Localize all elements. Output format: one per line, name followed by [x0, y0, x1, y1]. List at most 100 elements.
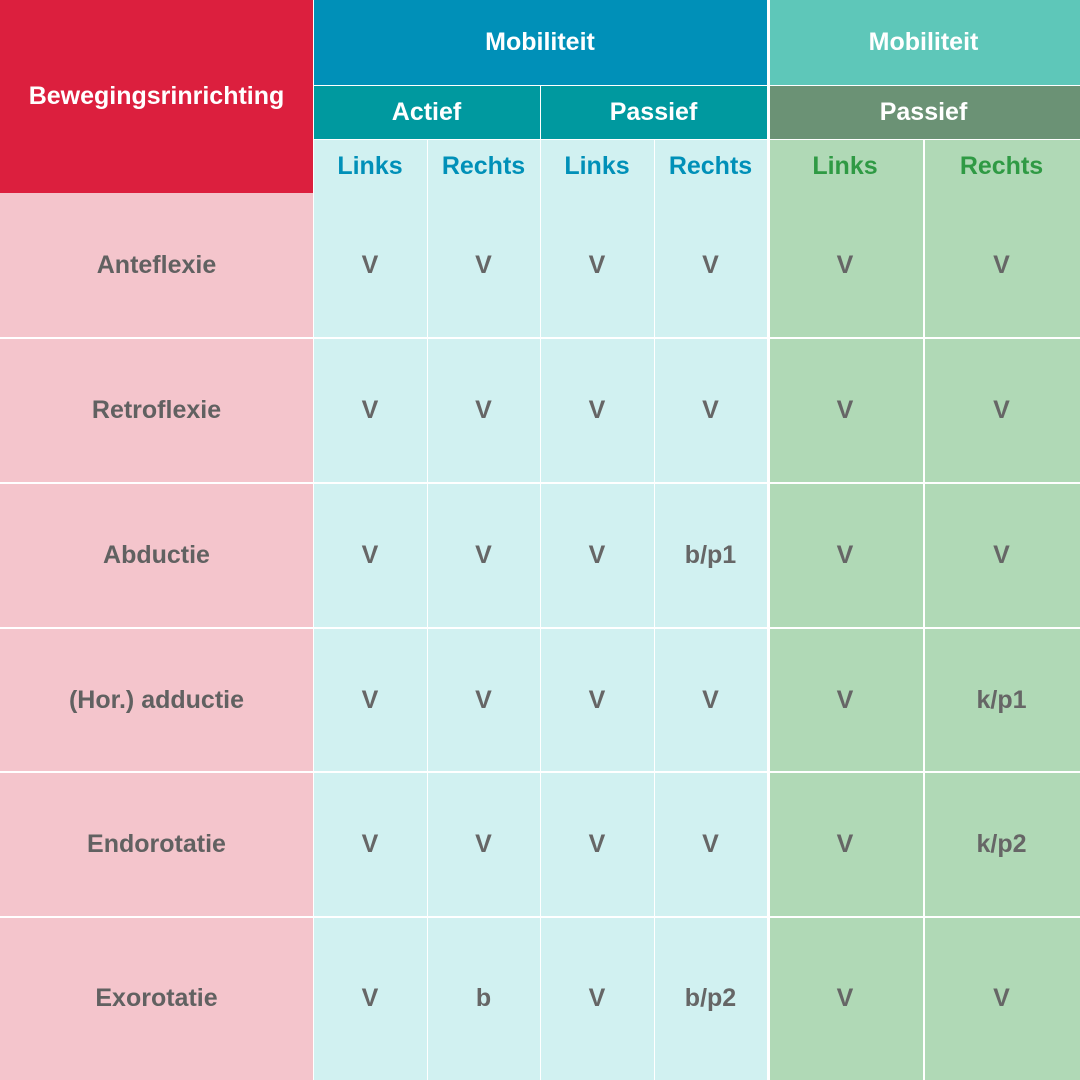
cell-value: V: [588, 830, 606, 858]
table-cell: k/p2: [923, 772, 1080, 917]
cell-value: V: [361, 830, 379, 858]
cell-value: V: [993, 541, 1010, 569]
table-cell: V: [313, 628, 427, 772]
side-header-rechts: Rechts: [427, 139, 540, 193]
row-label-text: (Hor.) adductie: [68, 685, 244, 714]
corner-header-label: Bewegingsrinrichting: [28, 82, 285, 110]
side-header-label: Rechts: [959, 151, 1044, 180]
table-cell: V: [313, 772, 427, 917]
cell-value: V: [836, 984, 854, 1012]
cell-value: V: [588, 685, 606, 714]
grid-line: [0, 916, 1080, 918]
table-cell: V: [923, 483, 1080, 628]
side-header-links: Links: [540, 139, 654, 193]
cell-value: V: [993, 984, 1010, 1012]
table-cell: V: [767, 917, 923, 1080]
cell-value: V: [475, 251, 492, 279]
row-label-text: Anteflexie: [96, 251, 217, 279]
mobiliteit-header-right: Mobiliteit: [767, 0, 1080, 85]
table-cell: V: [767, 193, 923, 338]
side-header-label: Links: [337, 151, 403, 180]
table-cell: V: [654, 193, 767, 338]
table-cell: V: [923, 338, 1080, 483]
side-header-label: Rechts: [668, 151, 753, 180]
cell-value: b: [475, 984, 492, 1012]
row-label: Exorotatie: [0, 917, 313, 1080]
side-header-label: Links: [812, 151, 878, 180]
side-header-rechts: Rechts: [654, 139, 767, 193]
table-cell: V: [767, 338, 923, 483]
table-cell: V: [540, 338, 654, 483]
grid-line: [540, 85, 541, 1080]
grid-line: [767, 0, 770, 1080]
table-cell: V: [767, 772, 923, 917]
table-cell: V: [540, 772, 654, 917]
cell-value: V: [475, 396, 492, 424]
mobiliteit-header-left: Mobiliteit: [313, 0, 767, 85]
cell-value: V: [475, 830, 492, 858]
row-label: Endorotatie: [0, 772, 313, 917]
cell-value: V: [993, 396, 1010, 424]
cell-value: V: [361, 396, 379, 424]
table-cell: V: [313, 917, 427, 1080]
grid-line: [313, 139, 1080, 140]
cell-value: V: [361, 685, 379, 714]
row-label: Retroflexie: [0, 338, 313, 483]
row-label: Abductie: [0, 483, 313, 628]
table-cell: V: [767, 628, 923, 772]
table-cell: V: [540, 917, 654, 1080]
row-label-text: Exorotatie: [95, 984, 218, 1012]
table-cell: V: [427, 338, 540, 483]
table-cell: V: [427, 483, 540, 628]
grid-line: [0, 337, 1080, 339]
row-label-text: Retroflexie: [91, 396, 222, 424]
table-cell: V: [427, 193, 540, 338]
cell-value: V: [588, 396, 606, 424]
cell-value: V: [588, 541, 606, 569]
table-cell: V: [767, 483, 923, 628]
cell-value: V: [836, 251, 854, 279]
side-header-label: Rechts: [441, 151, 526, 180]
cell-value: V: [702, 396, 719, 424]
actief-header: Actief: [313, 85, 540, 139]
passief-left-label: Passief: [609, 97, 698, 126]
cell-value: V: [475, 685, 492, 714]
cell-value: V: [702, 251, 719, 279]
passief-header-right: Passief: [767, 85, 1080, 139]
side-header-label: Links: [564, 151, 630, 180]
table-cell: b: [427, 917, 540, 1080]
grid-line: [427, 139, 428, 1080]
table-corner-header: Bewegingsrinrichting: [0, 0, 313, 193]
table-cell: V: [923, 193, 1080, 338]
table-cell: V: [923, 917, 1080, 1080]
row-label-text: Endorotatie: [87, 830, 226, 858]
table-cell: V: [540, 628, 654, 772]
grid-line: [923, 139, 925, 1080]
table-cell: V: [427, 772, 540, 917]
table-cell: V: [540, 193, 654, 338]
row-label: Anteflexie: [0, 193, 313, 338]
table-cell: V: [654, 772, 767, 917]
cell-value: V: [475, 541, 492, 569]
passief-right-label: Passief: [879, 97, 968, 126]
mobiliteit-right-label: Mobiliteit: [868, 28, 979, 56]
actief-label: Actief: [391, 97, 462, 126]
side-header-links: Links: [767, 139, 923, 193]
cell-value: V: [993, 251, 1010, 279]
cell-value: V: [836, 396, 854, 424]
cell-value: b/p2: [684, 984, 737, 1012]
table-cell: V: [540, 483, 654, 628]
table-cell: b/p1: [654, 483, 767, 628]
mobiliteit-left-label: Mobiliteit: [485, 28, 595, 56]
side-header-rechts: Rechts: [923, 139, 1080, 193]
grid-line: [313, 0, 314, 1080]
table-cell: k/p1: [923, 628, 1080, 772]
passief-header-left: Passief: [540, 85, 767, 139]
table-cell: V: [654, 338, 767, 483]
table-cell: V: [427, 628, 540, 772]
table-cell: b/p2: [654, 917, 767, 1080]
cell-value: V: [361, 251, 379, 279]
cell-value: V: [361, 541, 379, 569]
table-cell: V: [654, 628, 767, 772]
